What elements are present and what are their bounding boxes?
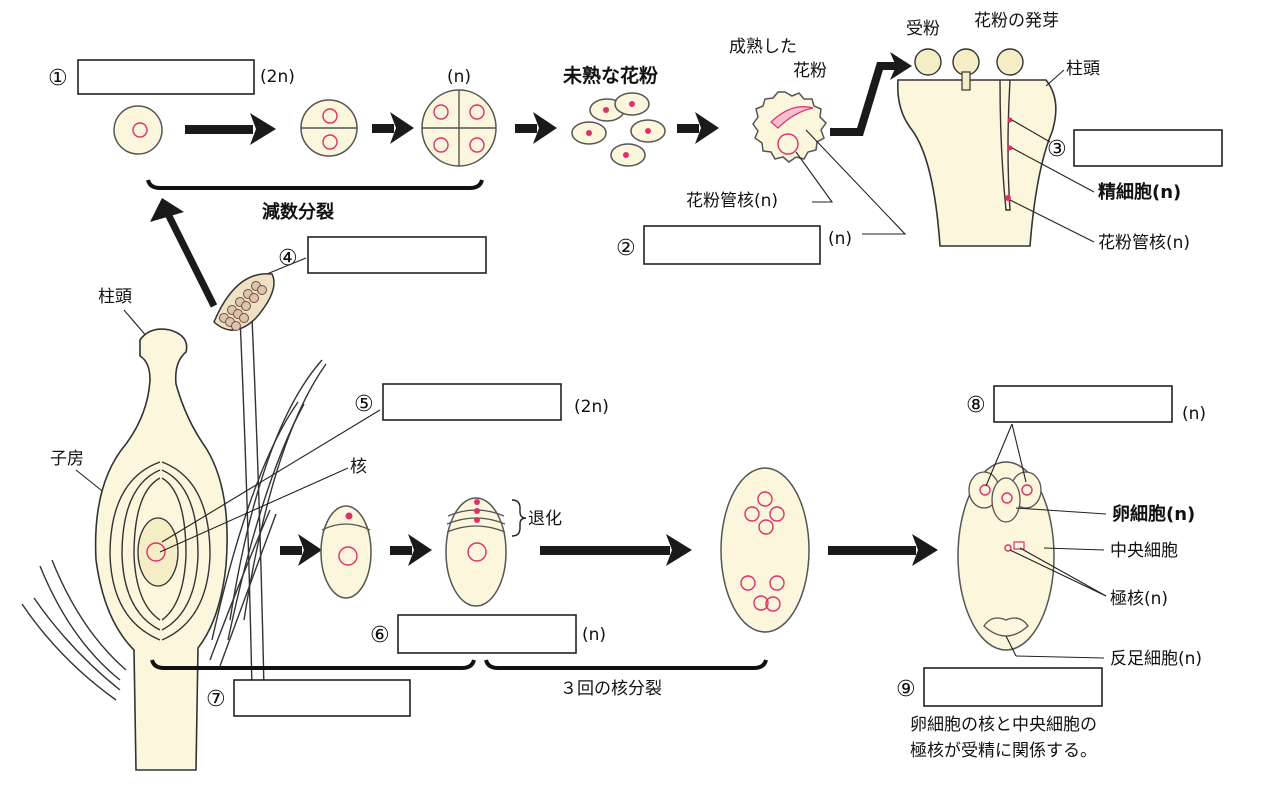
pointer-line xyxy=(795,151,834,203)
blank-7-box[interactable] xyxy=(233,679,411,717)
pollination-label: 受粉 xyxy=(906,19,940,39)
arrow-head-icon xyxy=(150,198,184,222)
arrow-icon xyxy=(185,113,276,145)
long-arrow-icon xyxy=(540,534,692,566)
blank-1-ploidy: (2n) xyxy=(260,67,295,87)
arrow-icon xyxy=(677,112,719,144)
pointer-line xyxy=(1011,423,1027,483)
pollen-tube-nucleus-label-right: 花粉管核(n) xyxy=(1098,233,1190,253)
blank-5-ploidy: (2n) xyxy=(574,397,609,417)
blank-5-box[interactable] xyxy=(382,383,562,421)
pistil xyxy=(21,328,327,771)
nucleus-label: 核 xyxy=(350,457,367,477)
blank-1-number: ① xyxy=(48,66,68,91)
blank-8-number: ⑧ xyxy=(966,393,986,418)
mature-embryo-sac xyxy=(957,461,1055,651)
nuclear-division-bracket xyxy=(484,659,768,670)
blank-2-ploidy: (n) xyxy=(828,229,852,249)
pollen-mother-cell xyxy=(113,105,163,155)
blank-4-box[interactable] xyxy=(307,236,487,274)
degenerate-label: 退化 xyxy=(528,509,562,529)
pointer-line xyxy=(1011,119,1051,143)
megaspore-cell xyxy=(320,505,372,599)
long-arrow-icon xyxy=(828,534,938,566)
pointer-line xyxy=(123,309,149,339)
eight-nucleate-embryo-sac xyxy=(720,467,810,633)
pointer-line xyxy=(1015,507,1107,515)
arrow-to-stigma-icon xyxy=(830,62,896,136)
blank-8-box[interactable] xyxy=(993,385,1173,423)
blank-6-number: ⑥ xyxy=(370,623,390,648)
immature-pollen-group xyxy=(571,92,666,167)
polar-nuclei-label: 極核(n) xyxy=(1110,589,1168,609)
note-line-2: 極核が受精に関係する。 xyxy=(910,741,1097,761)
note-line-1: 卵細胞の核と中央細胞の xyxy=(910,715,1097,735)
pointer-line xyxy=(1019,547,1107,597)
pointer-line xyxy=(1015,655,1105,659)
stigma-plant-label: 柱頭 xyxy=(98,287,132,307)
arrow-head-icon xyxy=(890,52,912,80)
blank-3-box[interactable] xyxy=(1073,129,1223,167)
pointer-line xyxy=(1009,199,1095,243)
mature-pollen-label-2: 花粉 xyxy=(793,61,827,81)
pointer-line xyxy=(161,409,381,543)
anther xyxy=(213,273,275,691)
pointer-line xyxy=(1011,147,1095,193)
three-divisions-label: ３回の核分裂 xyxy=(560,679,662,699)
blank-3-number: ③ xyxy=(1047,137,1067,162)
arrow-to-meiosis-icon xyxy=(164,212,218,308)
sperm-cell-label: 精細胞(n) xyxy=(1098,181,1181,203)
central-cell-label: 中央細胞 xyxy=(1110,541,1178,561)
immature-pollen-label: 未熟な花粉 xyxy=(562,64,658,87)
arrow-icon xyxy=(280,534,322,566)
meiosis-bracket xyxy=(146,179,484,190)
pointer-line xyxy=(1043,547,1105,551)
arrow-icon xyxy=(372,112,414,144)
blank-6-ploidy: (n) xyxy=(582,625,606,645)
blank-2-box[interactable] xyxy=(643,225,821,265)
pointer-line xyxy=(985,423,1013,487)
dyad-cell xyxy=(300,99,358,157)
pollen-tube-nucleus-label-left: 花粉管核(n) xyxy=(686,191,778,211)
tetrad-ploidy: (n) xyxy=(447,67,471,87)
ovary-label: 子房 xyxy=(50,449,84,469)
pointer-line xyxy=(261,257,307,277)
blank-7-number: ⑦ xyxy=(206,687,226,712)
meiosis-label: 減数分裂 xyxy=(262,201,334,223)
arrow-icon xyxy=(515,112,557,144)
blank-8-ploidy: (n) xyxy=(1182,404,1206,424)
blank-5-number: ⑤ xyxy=(354,392,374,417)
mature-pollen-grain xyxy=(752,91,827,163)
egg-cell-label: 卵細胞(n) xyxy=(1112,503,1195,525)
blank-2-number: ② xyxy=(616,236,636,261)
megaspore-bracket xyxy=(150,659,476,670)
blank-9-number: ⑨ xyxy=(896,677,916,702)
degenerating-cells xyxy=(445,497,507,607)
pollen-germination-label: 花粉の発芽 xyxy=(974,11,1059,31)
blank-4-number: ④ xyxy=(278,246,298,271)
arrow-icon xyxy=(390,534,432,566)
blank-9-box[interactable] xyxy=(923,667,1103,707)
pointer-line xyxy=(1045,69,1065,87)
mature-pollen-label-1: 成熟した xyxy=(729,36,797,57)
stigma-top-label: 柱頭 xyxy=(1066,59,1100,79)
tetrad-cell xyxy=(421,89,497,167)
pointer-line xyxy=(1005,635,1017,657)
blank-6-box[interactable] xyxy=(397,614,577,654)
pointer-line xyxy=(159,467,349,553)
pointer-line xyxy=(805,129,907,235)
pointer-line xyxy=(75,469,107,495)
blank-1-box[interactable] xyxy=(77,59,255,95)
stigma-top xyxy=(896,48,1057,247)
antipodal-cells-label: 反足細胞(n) xyxy=(1110,649,1202,669)
degenerate-brace xyxy=(511,499,527,537)
pointer-line xyxy=(1009,549,1107,597)
